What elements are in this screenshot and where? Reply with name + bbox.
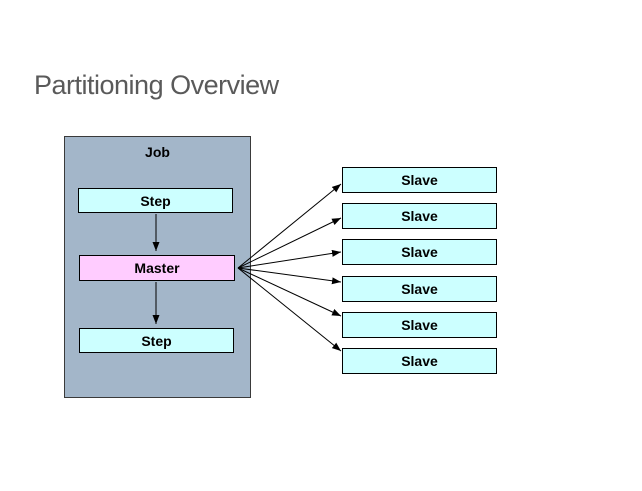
arrow-master-to-slave-4 xyxy=(237,267,342,285)
step-bottom-box: Step xyxy=(79,328,234,353)
slave-box-5: Slave xyxy=(342,312,497,338)
arrow-master-to-slave-1 xyxy=(237,183,342,269)
slave-box-3: Slave xyxy=(342,239,497,265)
arrow-master-to-slave-5 xyxy=(237,267,342,317)
slave-box-4: Slave xyxy=(342,276,497,302)
arrow-master-to-slave-6 xyxy=(237,267,342,352)
arrow-master-to-slave-3 xyxy=(237,249,342,269)
slave-box-6: Slave xyxy=(342,348,497,374)
step-top-box: Step xyxy=(78,188,233,213)
job-label: Job xyxy=(145,144,170,160)
slave-box-2: Slave xyxy=(342,203,497,229)
slide-title: Partitioning Overview xyxy=(34,70,279,100)
slave-box-1: Slave xyxy=(342,167,497,193)
master-box: Master xyxy=(79,255,235,281)
job-container-box: Job Step Master Step xyxy=(64,136,251,398)
arrow-master-to-slave-2 xyxy=(237,217,342,269)
